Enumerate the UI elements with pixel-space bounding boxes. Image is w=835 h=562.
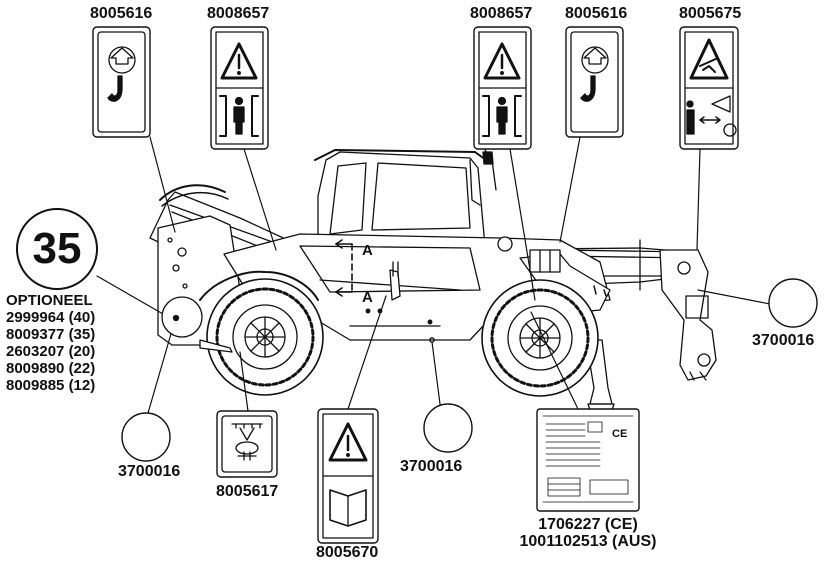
option-list: OPTIONEEL 2999964 (40) 8009377 (35) 2603… xyxy=(6,292,95,394)
manual-decal xyxy=(317,408,379,544)
hook-decal-right xyxy=(565,26,624,138)
option-item: 2999964 (40) xyxy=(6,309,96,326)
option-item: 8009377 (35) xyxy=(6,326,96,343)
crush-warning-decal-left xyxy=(210,26,269,150)
section-mark-bottom: A xyxy=(362,289,373,306)
label-circle-right: 3700016 xyxy=(752,332,815,349)
section-line xyxy=(335,239,353,297)
option-number-badge: 35 xyxy=(16,208,98,290)
ce-mark: CE xyxy=(612,428,627,440)
fork-carriage xyxy=(659,249,717,381)
boom-crush-decal xyxy=(679,26,739,150)
hook-decal-left xyxy=(92,26,151,138)
label-circle-left: 3700016 xyxy=(118,463,181,480)
label-person-right: 8008657 xyxy=(470,5,533,22)
option-item: 8009885 (12) xyxy=(6,377,96,394)
type-plate xyxy=(536,408,640,512)
decal-circle-rear xyxy=(161,296,203,338)
label-sling-decal: 8005617 xyxy=(216,483,279,500)
label-crush-right: 8005675 xyxy=(679,5,742,22)
sling-decal xyxy=(216,410,278,478)
label-person-left: 8008657 xyxy=(207,5,270,22)
option-item: 2603207 (20) xyxy=(6,343,96,360)
section-mark-top: A xyxy=(362,242,373,259)
position-circle-right xyxy=(768,278,818,328)
position-circle-middle xyxy=(423,403,473,453)
leader-lines xyxy=(96,136,771,421)
option-item: 8009890 (22) xyxy=(6,360,96,377)
rear-wheel xyxy=(206,278,324,396)
label-hook-left: 8005616 xyxy=(90,5,153,22)
rear-mudguard xyxy=(199,270,319,301)
label-manual-decal: 8005670 xyxy=(316,544,379,561)
option-title: OPTIONEEL xyxy=(6,292,93,309)
label-hook-right: 8005616 xyxy=(565,5,628,22)
crush-warning-decal-right xyxy=(473,26,532,150)
position-circle-left xyxy=(121,412,171,462)
rear-step xyxy=(199,339,233,353)
label-plate-ce: 1706227 (CE) xyxy=(538,516,638,533)
front-axle xyxy=(519,249,611,315)
front-wheel xyxy=(481,279,599,397)
label-circle-middle: 3700016 xyxy=(400,458,463,475)
cab xyxy=(314,149,497,249)
label-plate-aus: 1001102513 (AUS) xyxy=(519,533,657,550)
